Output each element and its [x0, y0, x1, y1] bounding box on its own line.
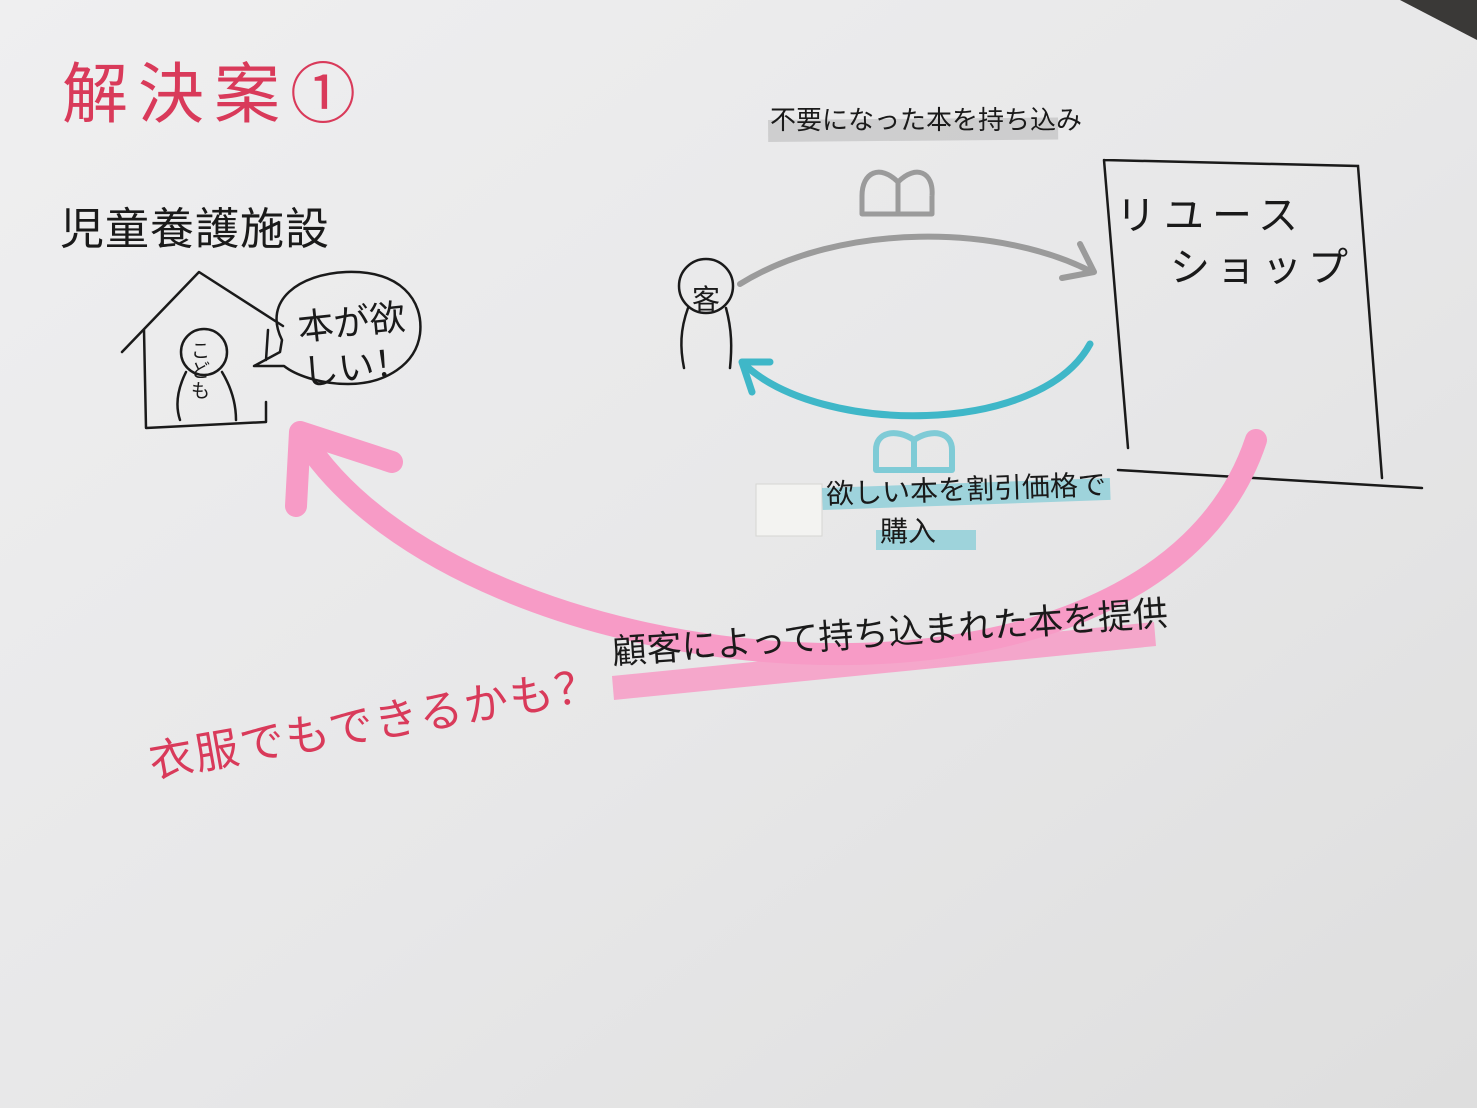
bring-in-arrowhead	[1059, 241, 1097, 281]
child-label: こども	[191, 340, 211, 402]
shop-label-line2: ショップ	[1170, 245, 1354, 291]
tape-piece	[755, 483, 823, 537]
purchase-label-line2: 購入	[880, 515, 937, 548]
bring-in-arrow	[737, 233, 1095, 287]
highlight-purchase-2	[876, 530, 976, 550]
customer-label: 客	[692, 283, 721, 316]
purchase-arrowhead	[738, 358, 774, 396]
house-icon	[120, 270, 285, 430]
book-icon	[859, 169, 935, 217]
child-person-icon	[176, 327, 238, 422]
speech-bubble-text: 本が欲しい！	[295, 297, 413, 395]
customer-person-icon	[677, 257, 735, 370]
provide-arrow	[291, 425, 1267, 666]
bring-in-label: 不要になった本を持ち込み	[770, 106, 1083, 136]
shop-label-line1: リユース	[1116, 193, 1306, 239]
facility-label: 児童養護施設	[60, 204, 330, 255]
title: 解決案①	[62, 56, 366, 133]
provide-arrowhead	[285, 421, 403, 517]
speech-bubble-icon	[252, 270, 422, 386]
open-book-icon	[873, 430, 955, 473]
highlight-bring-in	[768, 117, 1059, 142]
purchase-arrow	[740, 340, 1094, 420]
highlight-purchase	[822, 477, 1111, 510]
reuse-shop-box	[1102, 158, 1424, 490]
